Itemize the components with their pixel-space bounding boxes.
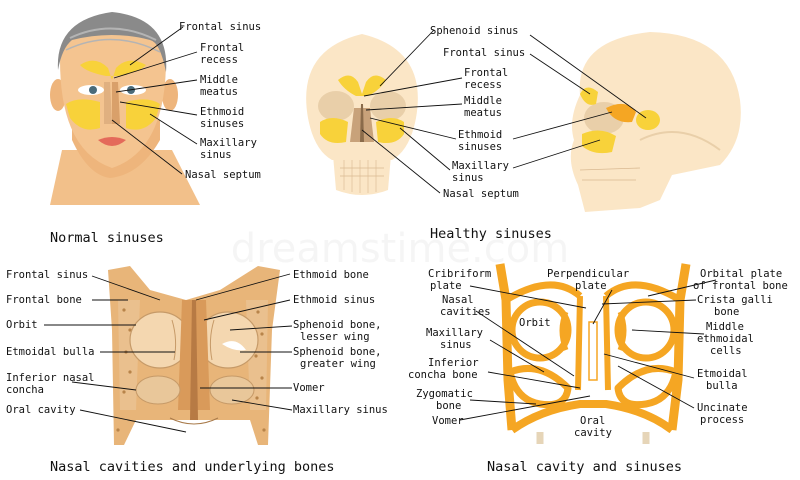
label-middle-meatus-2: meatus [200,86,238,98]
label-orbit: Orbit [519,317,551,329]
label-frontal-sinus: Frontal sinus [179,21,261,33]
label-frontal-sinus: Frontal sinus [443,47,525,59]
label-frontal-recess-1: Frontal [200,42,244,54]
caption-nasal-cavities-bones: Nasal cavities and underlying bones [50,459,334,475]
normal-leader-lines [111,26,198,175]
label-orbital-plate-1: Orbital plate [700,268,782,280]
caption-healthy-sinuses: Healthy sinuses [430,226,552,242]
label-oral-cavity: Oral cavity [6,404,76,416]
panel-healthy-sinuses: Sphenoid sinus Frontal sinus Frontal rec… [306,25,741,242]
label-frontal-sinus: Frontal sinus [6,269,88,281]
panel-nasal-cavity-sinuses: Cribriform plate Nasal cavities Maxillar… [408,263,788,475]
healthy-leader-lines [361,29,647,194]
caption-normal-sinuses: Normal sinuses [50,230,164,246]
label-maxillary-sinus-1: Maxillary [200,137,257,149]
label-sphenoid-lesser-wing-1: Sphenoid bone, [293,319,382,331]
label-frontal-recess-1: Frontal [464,67,508,79]
label-perpendicular-plate-2: plate [575,280,607,292]
label-orbit: Orbit [6,319,38,331]
watermark: dreamstime.com [231,226,569,272]
bones-left-labels: Frontal sinus Frontal bone Orbit Etmoida… [6,269,95,416]
label-inferior-nasal-concha-2: concha [6,384,44,396]
label-crista-galli-2: bone [714,306,739,318]
panel-normal-sinuses: Frontal sinus Frontal recess Middle meat… [50,12,261,246]
label-middle-ethmoidal-cells-3: cells [710,345,742,357]
label-nasal-septum: Nasal septum [185,169,261,181]
bones-illustration [108,266,280,445]
label-oral-cavity-2: cavity [574,427,612,439]
normal-labels: Frontal sinus Frontal recess Middle meat… [179,21,261,181]
caption-nasal-cavity-sinuses: Nasal cavity and sinuses [487,459,682,475]
label-etmoidal-bulla-1: Etmoidal [697,368,748,380]
side-skull-illustration [570,32,741,212]
bones-leader-lines [44,273,293,433]
face-illustration [50,12,200,205]
label-cribriform-plate-2: plate [430,280,462,292]
label-nasal-cavities-1: Nasal [442,294,474,306]
label-zygomatic-bone-2: bone [436,400,461,412]
label-oral-cavity-1: Oral [580,415,605,427]
label-inferior-concha-2: concha bone [408,369,478,381]
label-zygomatic-bone-1: Zygomatic [416,388,473,400]
label-maxillary-sinus-2: sinus [452,172,484,184]
panel-nasal-cavities-bones: Frontal sinus Frontal bone Orbit Etmoida… [6,266,388,475]
label-frontal-recess-2: recess [200,54,238,66]
label-ethmoid-sinus: Ethmoid sinus [293,294,375,306]
label-ethmoid-sinuses-2: sinuses [200,118,244,130]
label-orbital-plate-2: of frontal bone [693,280,788,292]
label-middle-ethmoidal-cells-2: ethmoidal [697,333,754,345]
bones-right-labels: Ethmoid bone Ethmoid sinus Sphenoid bone… [293,269,388,416]
label-perpendicular-plate-1: Perpendicular [547,268,629,280]
label-uncinate-process-1: Uncinate [697,402,748,414]
perpendicular-plate-shape [588,321,598,381]
label-ethmoid-sinuses-1: Ethmoid [458,129,502,141]
label-sphenoid-sinus: Sphenoid sinus [430,25,519,37]
label-middle-ethmoidal-cells-1: Middle [706,321,744,333]
label-maxillary-sinus-1: Maxillary [452,160,509,172]
label-maxillary-sinus: Maxillary sinus [293,404,388,416]
label-frontal-bone: Frontal bone [6,294,82,306]
label-middle-meatus-2: meatus [464,107,502,119]
cavity-center-labels: Perpendicular plate Orbit Oral cavity [519,268,629,439]
label-crista-galli-1: Crista galli [697,294,773,306]
label-maxillary-sinus-1: Maxillary [426,327,483,339]
label-vomer: Vomer [293,382,325,394]
cavity-right-labels: Orbital plate of frontal bone Crista gal… [693,268,788,426]
label-inferior-concha-1: Inferior [428,357,479,369]
label-nasal-cavities-2: cavities [440,306,491,318]
label-inferior-nasal-concha-1: Inferior nasal [6,372,95,384]
label-ethmoid-bone: Ethmoid bone [293,269,369,281]
label-ethmoid-sinuses-2: sinuses [458,141,502,153]
label-cribriform-plate-1: Cribriform [428,268,491,280]
label-etmoidal-bulla-2: bulla [706,380,738,392]
label-vomer: Vomer [432,415,464,427]
label-sphenoid-lesser-wing-2: lesser wing [300,331,370,343]
label-frontal-recess-2: recess [464,79,502,91]
cavity-leader-lines [459,279,717,421]
label-middle-meatus-1: Middle [464,95,502,107]
label-nasal-septum: Nasal septum [443,188,519,200]
cavity-left-labels: Cribriform plate Nasal cavities Maxillar… [408,268,491,427]
label-sphenoid-greater-wing-1: Sphenoid bone, [293,346,382,358]
label-uncinate-process-2: process [700,414,744,426]
front-skull-illustration [306,34,418,195]
label-etmoidal-bulla: Etmoidal bulla [6,346,95,358]
label-middle-meatus-1: Middle [200,74,238,86]
healthy-labels: Sphenoid sinus Frontal sinus Frontal rec… [430,25,525,200]
label-maxillary-sinus-2: sinus [440,339,472,351]
label-sphenoid-greater-wing-2: greater wing [300,358,376,370]
label-maxillary-sinus-2: sinus [200,149,232,161]
label-ethmoid-sinuses-1: Ethmoid [200,106,244,118]
